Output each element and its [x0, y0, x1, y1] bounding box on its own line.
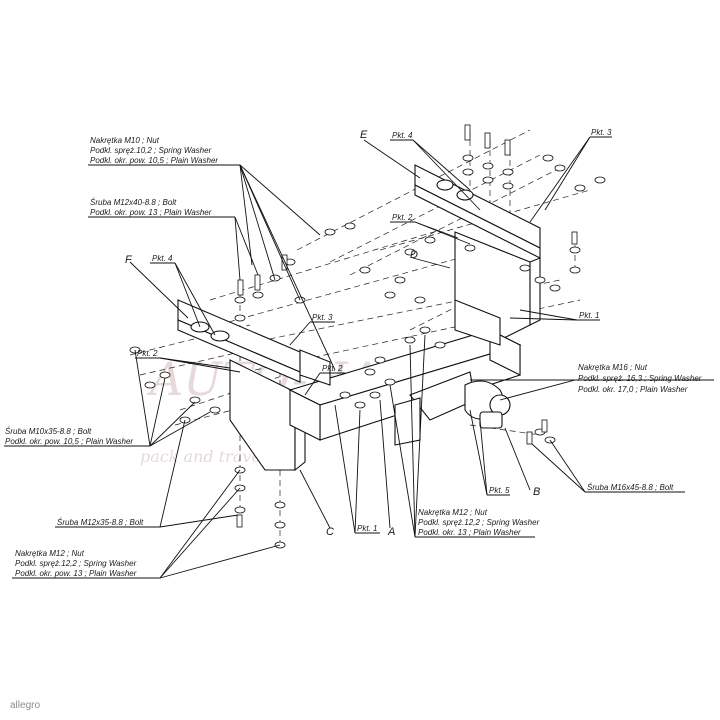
leader-lines [4, 136, 714, 579]
assembly-axes [129, 129, 591, 550]
label-bolt-m12x35: Śruba M12x35-8.8 ; Bolt [57, 518, 144, 527]
label-letter-b: B [533, 486, 540, 498]
label-pkt2-left: Pkt. 2 [137, 349, 158, 358]
towball-b [394, 371, 511, 446]
label-bolt-m12x40-1: Śruba M12x40-8.8 ; Bolt [90, 198, 177, 207]
label-nut-m10-2: Podkl. spręż.10,2 ; Spring Washer [90, 146, 212, 155]
label-letter-c: C [326, 526, 334, 538]
label-pkt1-bottom: Pkt. 1 [357, 524, 377, 533]
label-pkt1-right: Pkt. 1 [579, 311, 599, 320]
label-nut-m12-mid-1: Nakrętka M12 ; Nut [418, 508, 488, 517]
label-letter-e: E [360, 129, 368, 141]
label-pkt5: Pkt. 5 [489, 486, 510, 495]
label-letter-d: D [410, 249, 418, 261]
label-nut-m12-left-1: Nakrętka M12 ; Nut [15, 549, 85, 558]
label-bolt-m16x45: Śruba M16x45-8.8 ; Bolt [587, 483, 674, 492]
label-nut-m12-left-3: Podkl. okr. pow. 13 ; Plain Washer [15, 569, 137, 578]
label-nut-m16-1: Nakrętka M16 ; Nut [578, 363, 648, 372]
label-nut-m10-1: Nakrętka M10 ; Nut [90, 136, 160, 145]
label-pkt4-left: Pkt. 4 [152, 254, 173, 263]
label-letter-a: A [387, 526, 395, 538]
label-nut-m12-mid-3: Podkl. okr. 13 ; Plain Washer [418, 528, 521, 537]
label-nut-m12-mid-2: Podkl. spręż.12,2 ; Spring Washer [418, 518, 540, 527]
bracket-e [414, 164, 541, 259]
source-watermark: allegro [10, 700, 41, 711]
label-nut-m16-2: Podkl. spręż. 16,3 ; Spring Washer [578, 374, 702, 383]
label-bolt-m10x35-2: Podkl. okr. pow. 10,5 ; Plain Washer [5, 437, 133, 446]
callout-labels: Nakrętka M10 ; Nut Podkl. spręż.10,2 ; S… [5, 128, 702, 578]
label-pkt2-top: Pkt. 2 [392, 213, 413, 222]
label-pkt4-top: Pkt. 4 [392, 131, 413, 140]
label-letter-f: F [125, 254, 133, 266]
label-nut-m10-3: Podkl. okr. pow. 10,5 ; Plain Washer [90, 156, 218, 165]
label-nut-m16-3: Podkl. okr. 17,0 ; Plain Washer [578, 385, 688, 394]
label-pkt2-mid: Pkt. 2 [322, 364, 343, 373]
label-pkt3-top: Pkt. 3 [591, 128, 612, 137]
watermark-tagline: pack and travel [140, 447, 266, 466]
label-nut-m12-left-2: Podkl. spręż.12,2 ; Spring Washer [15, 559, 137, 568]
label-bolt-m10x35-1: Śruba M10x35-8.8 ; Bolt [5, 427, 92, 436]
label-pkt3-mid: Pkt. 3 [312, 313, 333, 322]
label-bolt-m12x40-2: Podkl. okr. pow. 13 ; Plain Washer [90, 208, 212, 217]
